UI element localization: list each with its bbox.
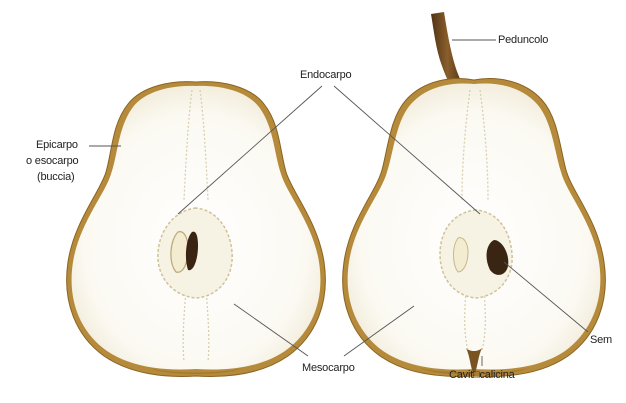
label-mesocarpo: Mesocarpo xyxy=(302,362,355,375)
label-peduncolo: Peduncolo xyxy=(498,34,548,47)
label-epicarpo-line2: o esocarpo xyxy=(26,155,78,168)
left-seed-cavity xyxy=(171,232,188,273)
label-seme: Sem xyxy=(590,334,612,347)
right-pear-half xyxy=(343,12,606,376)
label-endocarpo: Endocarpo xyxy=(300,69,351,82)
left-pear-half xyxy=(67,82,326,377)
label-epicarpo-line3: (buccia) xyxy=(37,171,75,184)
label-epicarpo-line1: Epicarpo xyxy=(36,139,78,152)
label-cavita-calicina: Cavit□calicina xyxy=(449,369,515,382)
